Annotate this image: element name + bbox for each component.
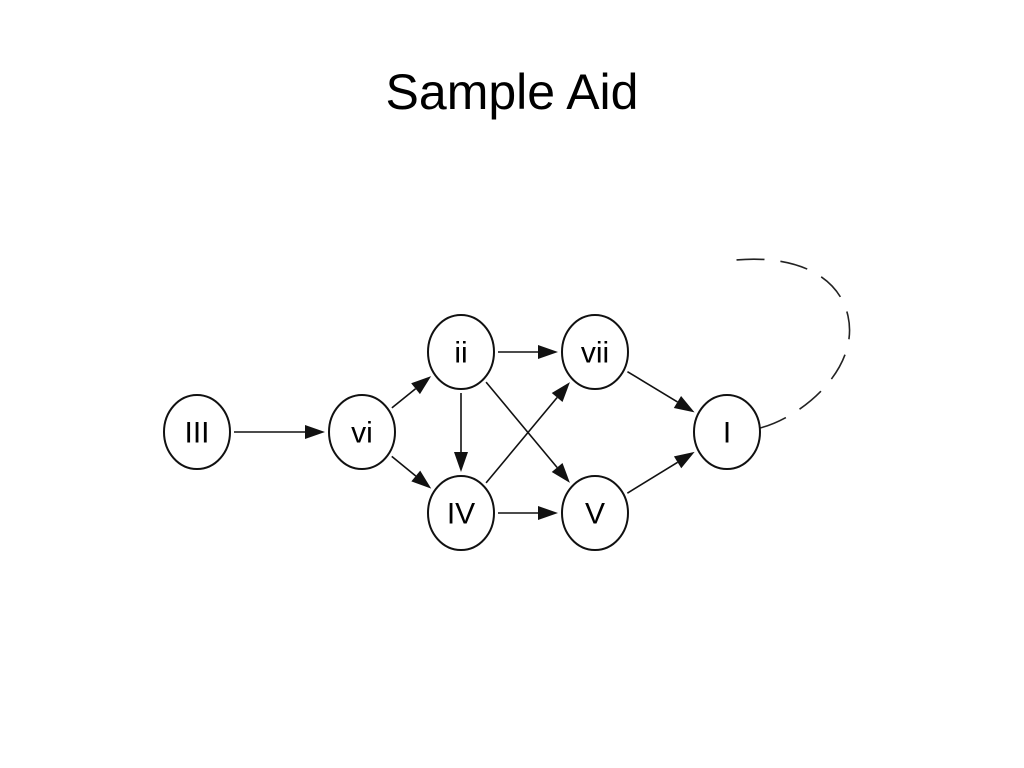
arrowhead-iv-to-v xyxy=(538,506,558,520)
slide-title: Sample Aid xyxy=(385,64,639,120)
dashed-loop-from-i xyxy=(735,258,851,429)
node-vii: vii xyxy=(561,314,629,390)
node-ellipse xyxy=(163,394,231,470)
node-iv: IV xyxy=(427,475,495,551)
node-label: ii xyxy=(454,337,467,370)
edges-group xyxy=(234,258,851,520)
node-label: III xyxy=(184,417,209,450)
arrowhead-vi-to-iv xyxy=(411,470,432,489)
arrowhead-ii-to-v xyxy=(551,463,570,483)
node-ellipse xyxy=(427,314,495,390)
node-ellipse xyxy=(328,394,396,470)
node-ellipse xyxy=(427,475,495,551)
arrowhead-v-to-i xyxy=(673,451,695,469)
node-i: I xyxy=(693,394,761,470)
node-label: V xyxy=(585,498,605,531)
node-label: vi xyxy=(351,417,373,450)
arrowhead-iv-to-vii xyxy=(551,382,570,402)
edge-vi-to-iv xyxy=(391,455,417,477)
arrowhead-vi-to-ii xyxy=(411,376,432,395)
node-ellipse xyxy=(693,394,761,470)
node-label: vii xyxy=(581,337,609,370)
edge-vii-to-i xyxy=(627,370,678,403)
node-label: IV xyxy=(447,498,475,531)
node-ii: ii xyxy=(427,314,495,390)
edge-v-to-i xyxy=(626,461,679,494)
arrowhead-ii-to-iv xyxy=(454,452,468,472)
arrowhead-vii-to-i xyxy=(673,395,695,413)
node-iii: III xyxy=(163,394,231,470)
node-v: V xyxy=(561,475,629,551)
node-ellipse xyxy=(561,475,629,551)
node-vi: vi xyxy=(328,394,396,470)
edge-vi-to-ii xyxy=(391,388,417,409)
arrowhead-ii-to-vii xyxy=(538,345,558,359)
edge-iv-to-vii xyxy=(485,396,558,484)
node-label: I xyxy=(723,417,731,450)
node-ellipse xyxy=(561,314,629,390)
edge-ii-to-v xyxy=(485,381,558,469)
arrowhead-iii-to-vi xyxy=(305,425,325,439)
